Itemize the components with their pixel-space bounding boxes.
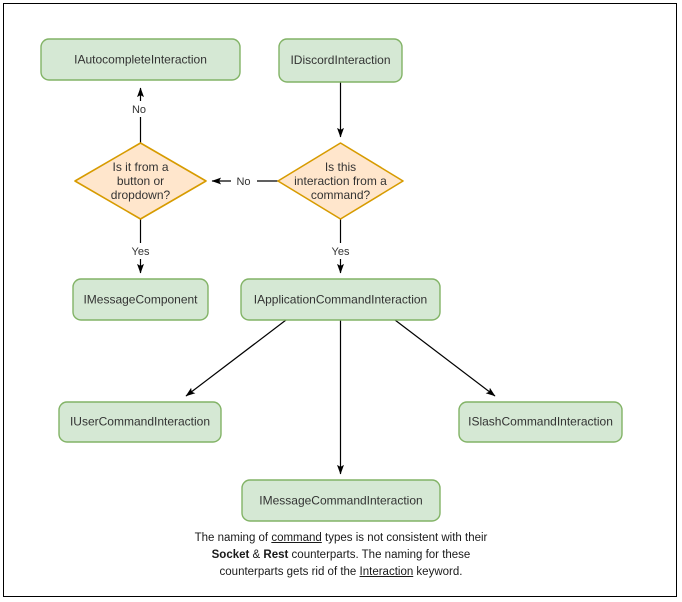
node-label-message-component: IMessageComponent xyxy=(83,293,198,307)
edge-btndropdown-to-messagecomponent: Yes xyxy=(126,219,156,274)
node-shape-process xyxy=(241,479,441,522)
edge-label-no-autocomplete: No xyxy=(132,104,146,116)
node-shape-process xyxy=(40,38,241,81)
edge-appcommand-to-usercommand xyxy=(185,319,287,397)
node-label-decision-line-3: command? xyxy=(311,188,371,202)
node-label-application-command-interaction: IApplicationCommandInteraction xyxy=(254,293,427,307)
edge-label-yes-appcommand: Yes xyxy=(332,246,350,258)
edge-command-question-to-appcommand: Yes xyxy=(326,219,356,274)
caption-text: counterparts gets rid of the xyxy=(219,566,360,578)
caption-line-3: counterparts gets rid of the Interaction… xyxy=(141,564,541,581)
caption-line-2: Socket & Rest counterparts. The naming f… xyxy=(141,547,541,564)
node-shape-process xyxy=(458,401,623,443)
caption-bold-rest: Rest xyxy=(263,549,289,561)
node-shape-process xyxy=(278,38,403,83)
node-label-user-command-interaction: IUserCommandInteraction xyxy=(70,415,210,429)
node-label-decision-line-1: Is it from a xyxy=(112,160,168,174)
edge-label-bg xyxy=(231,173,257,189)
node-label-decision-line-3: dropdown? xyxy=(111,188,171,202)
node-decision-button-or-dropdown[interactable]: Is it from a button or dropdown? xyxy=(74,142,207,220)
edge-appcommand-to-slashcommand xyxy=(394,319,496,397)
node-slash-command-interaction[interactable]: ISlashCommandInteraction xyxy=(458,401,623,443)
node-message-component[interactable]: IMessageComponent xyxy=(72,278,209,321)
node-decision-is-command[interactable]: Is this interaction from a command? xyxy=(277,142,404,220)
node-label-autocomplete-interaction: IAutocompleteInteraction xyxy=(74,53,207,67)
node-label-discord-interaction: IDiscordInteraction xyxy=(290,53,390,67)
node-shape-process xyxy=(240,278,441,321)
node-discord-interaction[interactable]: IDiscordInteraction xyxy=(278,38,403,83)
caption-text: types is not consistent with their xyxy=(321,532,488,544)
edge-btndropdown-to-autocomplete: No xyxy=(127,87,153,143)
node-label-decision-line-1: Is this xyxy=(325,160,356,174)
edge-label-bg xyxy=(126,243,156,259)
caption-text: counterparts. The naming for these xyxy=(288,549,471,561)
node-user-command-interaction[interactable]: IUserCommandInteraction xyxy=(58,401,222,443)
node-label-decision-line-2: interaction from a xyxy=(294,174,387,188)
node-application-command-interaction[interactable]: IApplicationCommandInteraction xyxy=(240,278,441,321)
node-shape-process xyxy=(58,401,222,443)
node-label-slash-command-interaction: ISlashCommandInteraction xyxy=(468,415,613,429)
caption-text: The naming of xyxy=(194,532,272,544)
caption-text: & xyxy=(249,549,264,561)
caption-text: keyword. xyxy=(413,566,463,578)
edge-label-no-btndropdown: No xyxy=(236,176,250,188)
caption-bold-socket: Socket xyxy=(211,549,250,561)
caption-underlined-interaction: Interaction xyxy=(359,566,414,578)
edge-label-bg xyxy=(326,243,356,259)
node-label-message-command-interaction: IMessageCommandInteraction xyxy=(259,494,422,508)
nodes-layer: IAutocompleteInteraction IDiscordInterac… xyxy=(40,38,623,522)
node-label-decision-line-2: button or xyxy=(117,174,164,188)
node-shape-decision xyxy=(277,142,404,220)
node-shape-process xyxy=(72,278,209,321)
caption-line-1: The naming of command types is not consi… xyxy=(141,530,541,547)
node-shape-decision xyxy=(74,142,207,220)
edge-command-question-to-btndropdown: No xyxy=(211,173,281,189)
edges-layer: No No Yes Yes xyxy=(126,82,496,475)
caption-underlined-command: command xyxy=(271,532,322,544)
edge-label-yes-messagecomponent: Yes xyxy=(132,246,150,258)
node-message-command-interaction[interactable]: IMessageCommandInteraction xyxy=(241,479,441,522)
diagram-caption: The naming of command types is not consi… xyxy=(141,530,541,581)
node-autocomplete-interaction[interactable]: IAutocompleteInteraction xyxy=(40,38,241,81)
edge-label-bg xyxy=(127,101,153,117)
